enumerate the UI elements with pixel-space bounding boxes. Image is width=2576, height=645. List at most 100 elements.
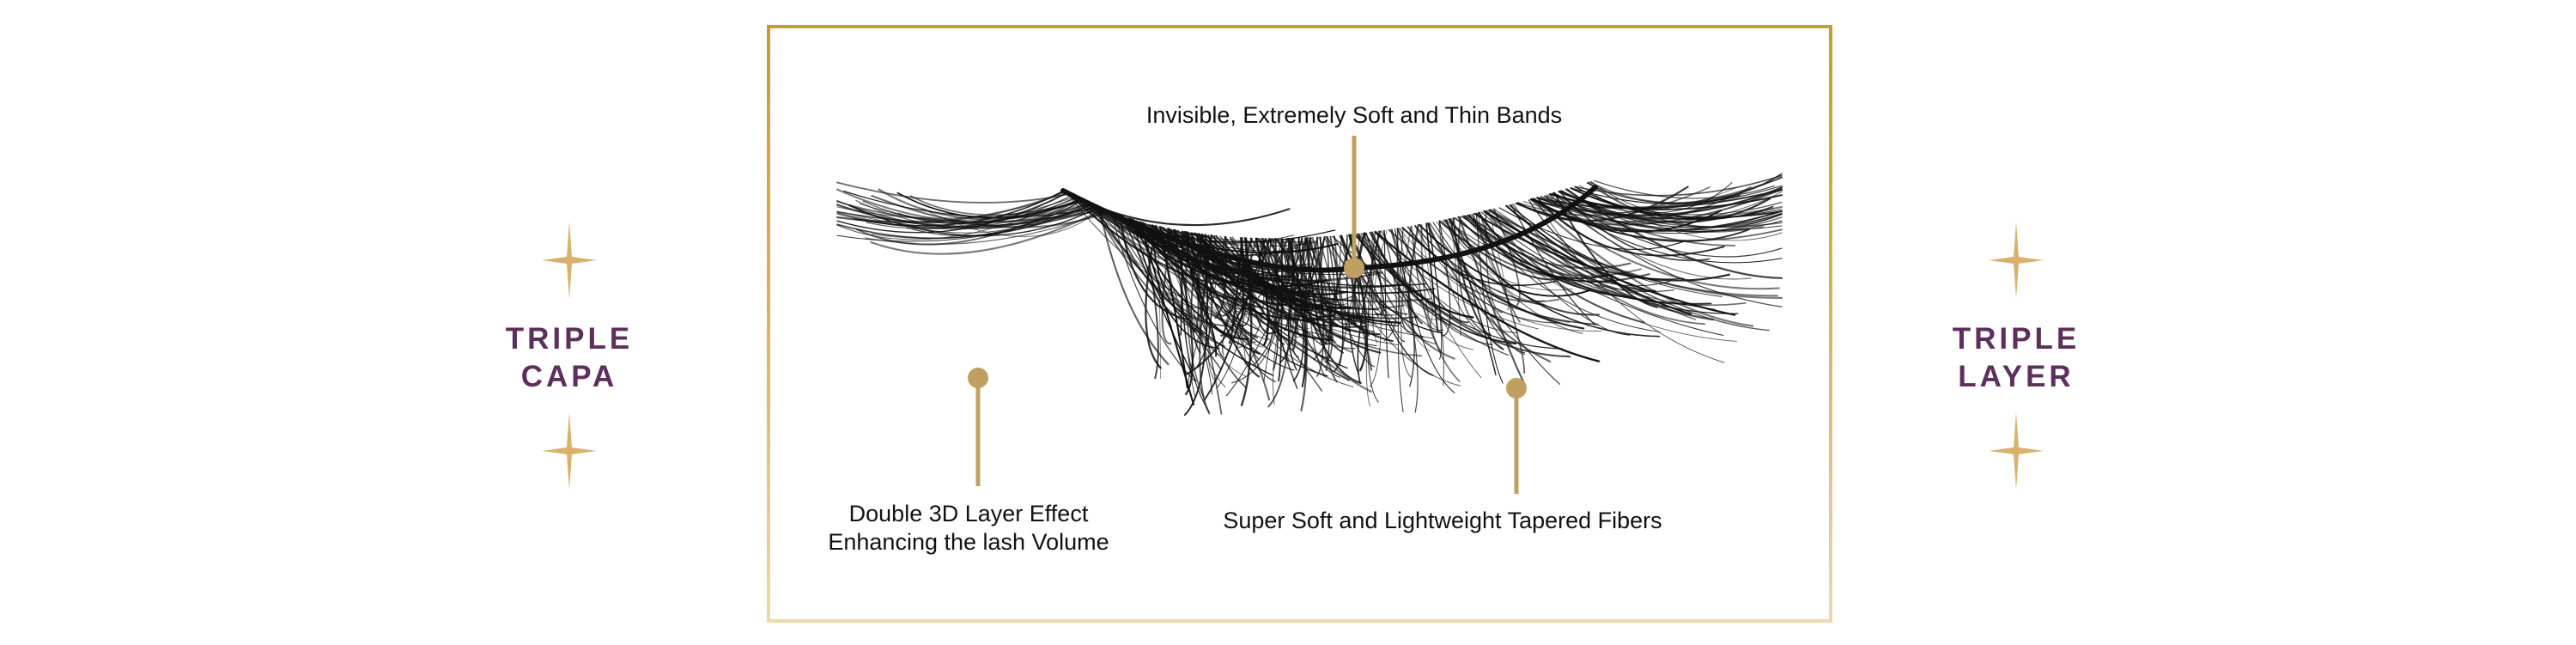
lash-fiber xyxy=(1551,192,1783,258)
lash-fiber xyxy=(1106,210,1403,289)
lash-fiber xyxy=(1419,223,1592,297)
lash-fiber xyxy=(1478,211,1627,298)
callout-3d-layer: Double 3D Layer Effect Enhancing the las… xyxy=(788,500,1149,557)
lash-fiber xyxy=(1451,218,1461,337)
lash-fiber xyxy=(1308,237,1326,378)
lash-fiber xyxy=(1570,173,1783,204)
lash-fiber xyxy=(1508,204,1771,332)
lash-fiber xyxy=(1273,238,1291,317)
lash-fiber xyxy=(1472,213,1521,323)
lash-fiber xyxy=(870,208,1104,255)
lash-fiber xyxy=(1284,237,1308,332)
right-callout-marker xyxy=(1506,378,1527,399)
lash-fiber xyxy=(1168,228,1227,359)
callout-3d-layer-line2: Enhancing the lash Volume xyxy=(828,529,1109,555)
lash-fiber xyxy=(1092,204,1256,344)
lash-fiber xyxy=(1427,222,1444,386)
left-callout-marker xyxy=(968,368,988,388)
lash-fiber xyxy=(1190,234,1203,354)
lash-fiber xyxy=(1383,229,1389,379)
lash-fiber xyxy=(1426,222,1552,363)
lash-fiber xyxy=(1224,236,1323,346)
lash-fiber xyxy=(1594,180,1776,199)
right-label: TRIPLE LAYER xyxy=(1887,320,2145,396)
lash-fiber xyxy=(1477,212,1546,302)
lash-fiber xyxy=(1290,237,1297,350)
lash-fiber xyxy=(1561,190,1783,228)
lash-fiber xyxy=(1558,190,1710,262)
lash-fiber xyxy=(1570,187,1783,219)
lash-fiber xyxy=(1253,238,1290,366)
sparkle-icon xyxy=(1989,222,2044,299)
lash-fiber xyxy=(1128,217,1431,303)
lash-fiber xyxy=(1207,236,1226,383)
lash-fiber xyxy=(1391,228,1415,387)
lash-fiber xyxy=(1361,233,1493,346)
lash-fiber xyxy=(856,198,1081,246)
lash-fiber xyxy=(1183,234,1208,417)
lash-fiber xyxy=(866,192,1068,230)
lash-fiber xyxy=(836,204,1093,242)
lash-fiber xyxy=(1438,220,1451,337)
lash-fiber xyxy=(1371,229,1388,344)
left-label-line2: CAPA xyxy=(520,360,618,393)
lash-fiber xyxy=(1255,237,1269,346)
lash-fiber xyxy=(1365,232,1385,315)
lash-fiber xyxy=(1111,212,1210,309)
lash-fiber xyxy=(1475,212,1504,384)
lash-fiber xyxy=(1443,219,1661,338)
lash-fiber xyxy=(1528,199,1685,280)
lash-fiber xyxy=(1340,234,1373,371)
lash-fiber xyxy=(1122,216,1197,382)
lash-fiber xyxy=(1140,222,1159,380)
product-frame xyxy=(767,25,1832,623)
lash-fiber xyxy=(1318,236,1376,368)
callout-tapered-fibers: Super Soft and Lightweight Tapered Fiber… xyxy=(1194,507,1692,535)
lash-fiber xyxy=(1200,234,1260,361)
lash-fibers xyxy=(835,173,1783,417)
lash-fiber xyxy=(1534,198,1725,363)
lash-fiber xyxy=(1258,238,1298,389)
lash-fiber xyxy=(1438,220,1566,281)
lash-fiber xyxy=(1161,228,1173,345)
lash-fiber xyxy=(1466,215,1716,310)
lash-fiber xyxy=(836,181,1070,204)
lash-fiber xyxy=(1197,234,1226,388)
lash-fiber xyxy=(1325,235,1336,334)
lash-fiber xyxy=(1182,230,1259,338)
callout-3d-layer-line1: Double 3D Layer Effect xyxy=(848,501,1089,526)
lash-fiber xyxy=(1544,195,1783,264)
lash-fiber xyxy=(1398,228,1474,350)
left-label: TRIPLE CAPA xyxy=(440,320,698,396)
lash-fiber xyxy=(1174,229,1196,398)
lash-fiber xyxy=(1371,231,1423,325)
lash-fiber xyxy=(1587,181,1783,228)
lash-fiber xyxy=(1530,198,1754,327)
left-label-line1: TRIPLE xyxy=(505,322,634,356)
lash-fiber xyxy=(1357,234,1444,332)
lash-fiber xyxy=(1098,207,1170,366)
lash-fiber xyxy=(1458,216,1527,386)
callout-invisible-bands: Invisible, Extremely Soft and Thin Bands xyxy=(1097,101,1612,130)
lash-fiber xyxy=(1505,204,1692,315)
lash-fiber xyxy=(1274,238,1291,321)
lash-fiber xyxy=(1320,236,1332,339)
lash-fiber xyxy=(1436,221,1573,291)
lash-fiber xyxy=(1158,226,1188,389)
lash-fiber xyxy=(1185,231,1205,399)
lash-fiber xyxy=(862,196,1076,222)
lash-fiber xyxy=(1157,226,1161,379)
lash-fiber xyxy=(1311,236,1334,363)
lash-fiber xyxy=(1414,225,1559,324)
right-label-line1: TRIPLE xyxy=(1952,322,2081,356)
lash-fiber xyxy=(835,191,1066,223)
lash-fiber xyxy=(1558,191,1741,209)
lash-fiber xyxy=(1261,237,1338,301)
lash-fiber xyxy=(1448,218,1611,283)
top-callout-marker xyxy=(1344,258,1364,278)
lash-fiber xyxy=(1406,226,1557,287)
sparkle-icon xyxy=(1989,412,2044,490)
lash-fiber xyxy=(1441,220,1583,334)
